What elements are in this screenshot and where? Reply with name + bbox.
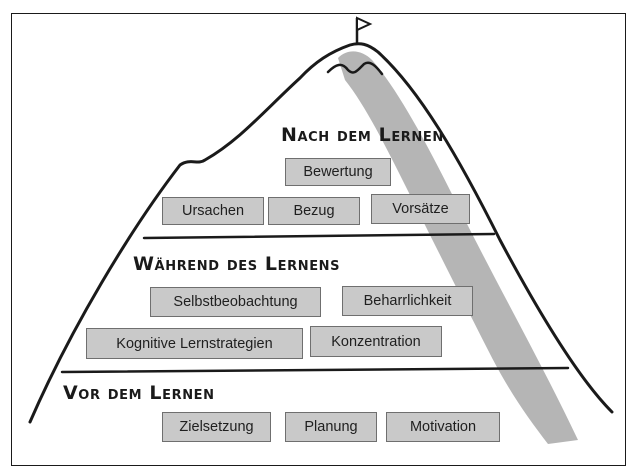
section-title-after: Nach dem Lernen bbox=[281, 124, 444, 146]
divider-lower bbox=[60, 366, 570, 374]
flag-icon bbox=[355, 16, 373, 44]
item-selbstbeobachtung: Selbstbeobachtung bbox=[150, 287, 321, 317]
item-motivation: Motivation bbox=[386, 412, 500, 442]
divider-upper bbox=[142, 232, 496, 240]
item-bezug: Bezug bbox=[268, 197, 360, 225]
item-kognitive-lernstrategien: Kognitive Lernstrategien bbox=[86, 328, 303, 359]
section-title-during: Während des Lernens bbox=[133, 253, 341, 275]
section-title-before: Vor dem Lernen bbox=[63, 382, 215, 404]
item-zielsetzung: Zielsetzung bbox=[162, 412, 271, 442]
item-konzentration: Konzentration bbox=[310, 326, 442, 357]
mountain-shadow bbox=[338, 51, 578, 445]
item-planung: Planung bbox=[285, 412, 377, 442]
mountain-outline bbox=[28, 42, 614, 424]
item-ursachen: Ursachen bbox=[162, 197, 264, 225]
item-beharrlichkeit: Beharrlichkeit bbox=[342, 286, 473, 316]
item-vorsaetze: Vorsätze bbox=[371, 194, 470, 224]
summit-squiggle bbox=[326, 61, 384, 76]
item-bewertung: Bewertung bbox=[285, 158, 391, 186]
